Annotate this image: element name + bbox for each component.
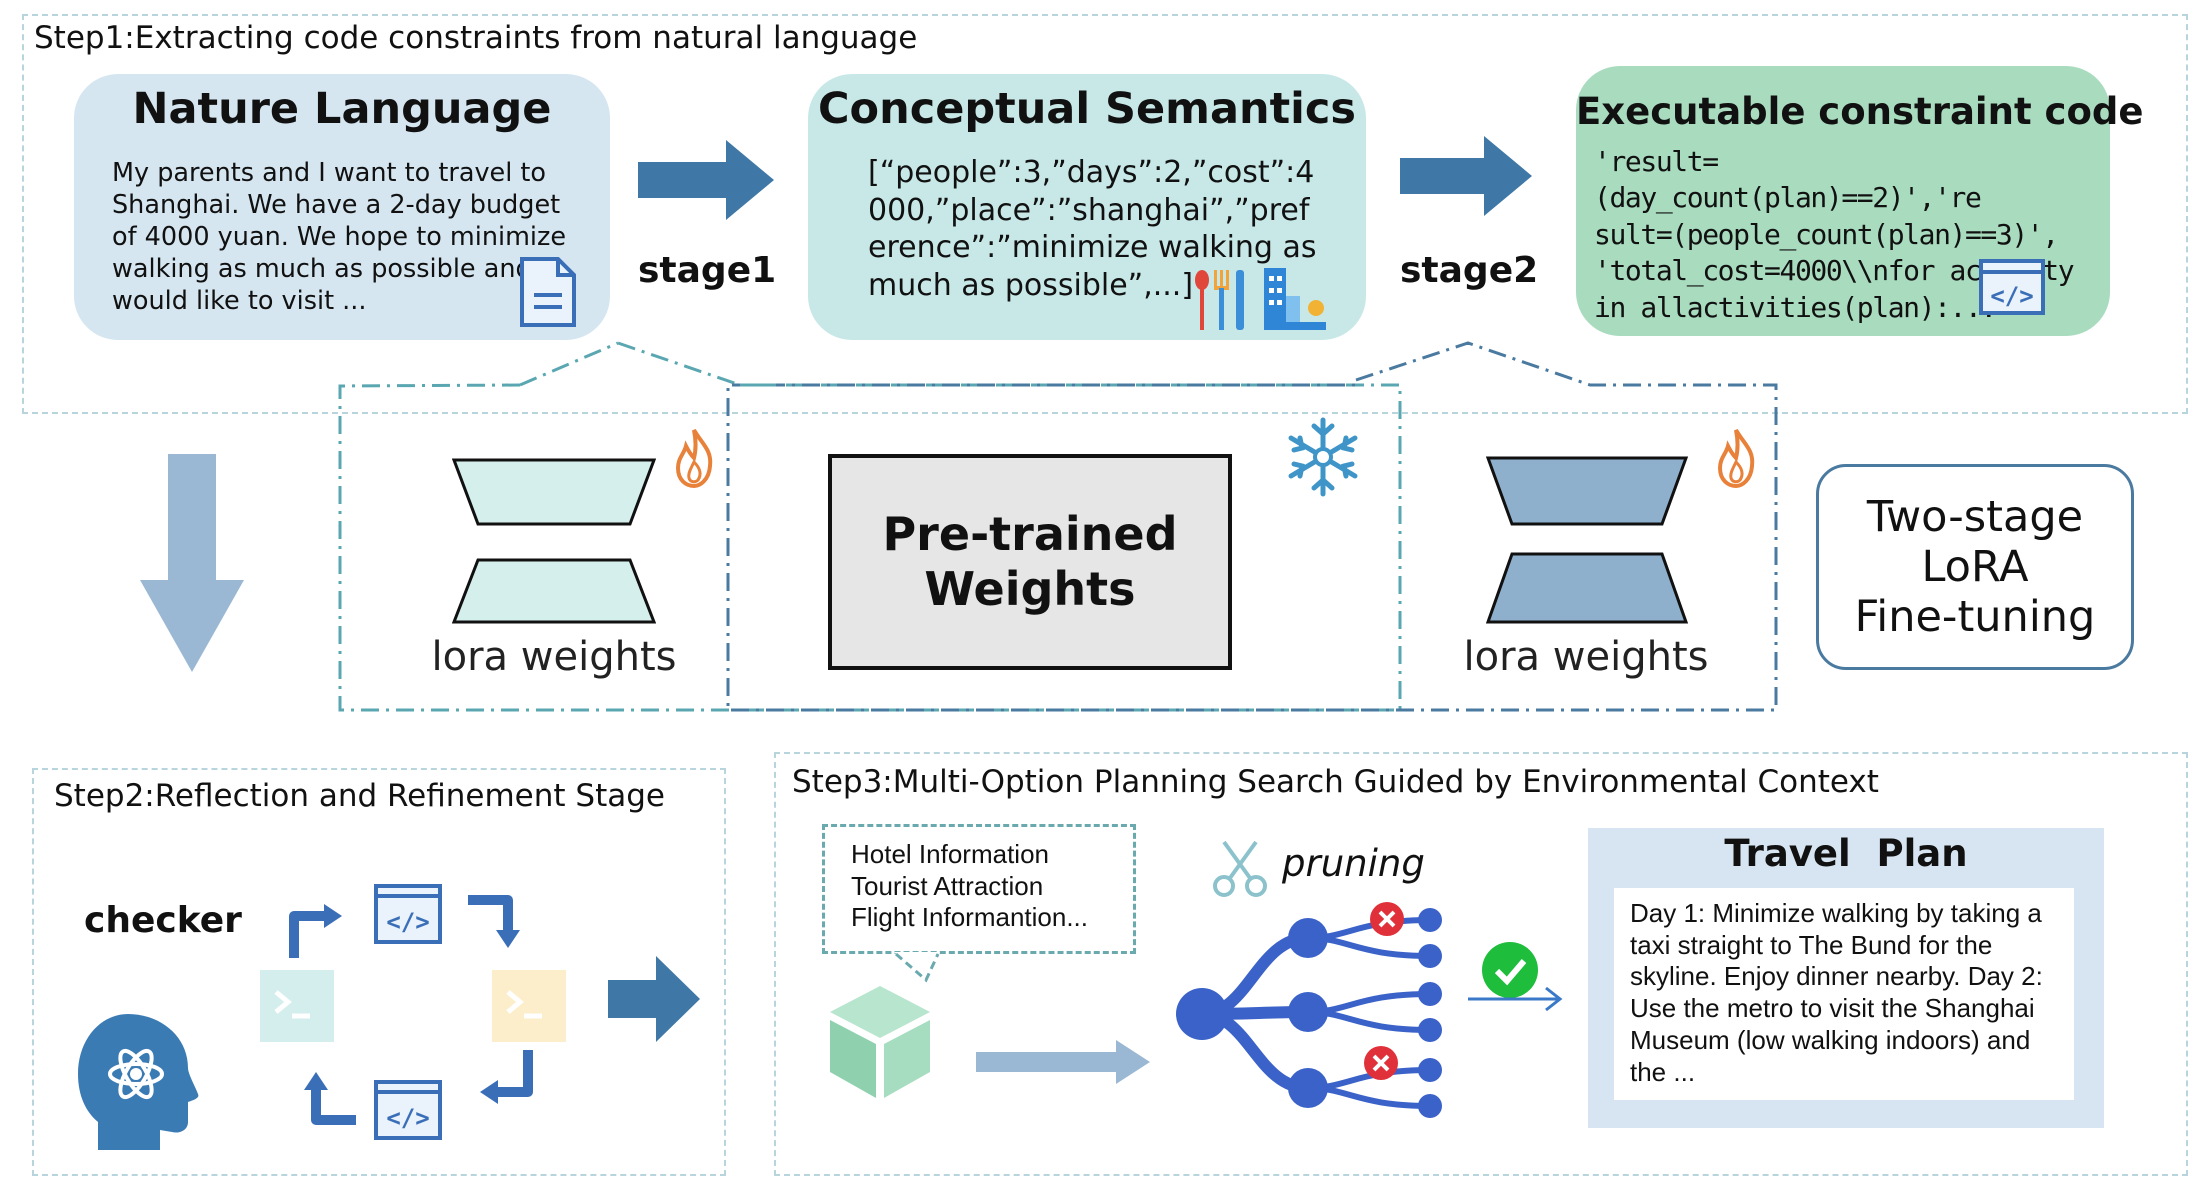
- search-tree: [1176, 908, 1442, 1118]
- nature-language-text: My parents and I want to travel to Shang…: [112, 158, 567, 316]
- plan-arrow: [1468, 986, 1563, 1012]
- svg-text:</>: </>: [386, 908, 429, 936]
- refresh-cycle-icons: </> </>: [260, 884, 566, 1140]
- step1-frame: [22, 14, 2188, 414]
- step2-to-step3-arrow: [608, 956, 700, 1042]
- environment-info-box: Hotel Information Tourist Attraction Fli…: [822, 824, 1136, 954]
- conceptual-semantics-title: Conceptual Semantics: [818, 84, 1356, 134]
- check-icon: [1482, 942, 1538, 998]
- brain-head-icon: [78, 1014, 199, 1150]
- city-icon: [1264, 268, 1326, 330]
- lora-frames: [338, 341, 1778, 712]
- fire-icon: [675, 428, 713, 488]
- travel-plan-title: Travel Plan: [1724, 832, 1968, 875]
- down-arrow: [140, 454, 244, 672]
- code-window-icon: </>: [1979, 259, 2045, 315]
- svg-text:</>: </>: [1990, 282, 2033, 310]
- scissors-icon: [1213, 840, 1267, 897]
- food-icon: [1195, 270, 1244, 330]
- step3-frame: [774, 752, 2188, 1176]
- step3-title: Step3:Multi-Option Planning Search Guide…: [792, 764, 1879, 800]
- stage2-label: stage2: [1400, 250, 1539, 291]
- svg-text:</>: </>: [386, 1104, 429, 1132]
- two-stage-lora-label: Two-stage LoRA Fine-tuning: [1816, 464, 2134, 670]
- left-lora-shape: [452, 458, 656, 624]
- document-icon: [520, 257, 576, 327]
- left-lora-label: lora weights: [431, 634, 677, 680]
- cross-icon: [1370, 902, 1404, 936]
- nature-language-title: Nature Language: [132, 84, 552, 134]
- right-lora-label: lora weights: [1463, 634, 1709, 680]
- speech-tail: [894, 952, 940, 983]
- cube-icon: [830, 986, 930, 1098]
- executable-code-title: Executable constraint code: [1576, 90, 2144, 133]
- stage1-label: stage1: [638, 250, 777, 291]
- pruning-label: pruning: [1282, 842, 1425, 885]
- cube-to-tree-arrow: [976, 1040, 1150, 1084]
- step2-title: Step2:Reflection and Refinement Stage: [54, 778, 665, 814]
- stage2-arrow: [1400, 136, 1532, 216]
- pretrained-weights-box: Pre-trained Weights: [828, 454, 1232, 670]
- stage1-arrow: [638, 140, 774, 220]
- snowflake-icon: [1288, 417, 1358, 497]
- right-lora-shape: [1486, 456, 1688, 624]
- checker-label: checker: [84, 900, 242, 941]
- conceptual-semantics-text: [“people”:3,”days”:2,”cost”:4 000,”place…: [868, 155, 1317, 303]
- fire-icon: [1717, 428, 1755, 488]
- cross-icon: [1364, 1046, 1398, 1080]
- travel-plan-text: Day 1: Minimize walking by taking a taxi…: [1614, 888, 2074, 1100]
- step1-title: Step1:Extracting code constraints from n…: [34, 20, 918, 56]
- step2-frame: [32, 768, 726, 1176]
